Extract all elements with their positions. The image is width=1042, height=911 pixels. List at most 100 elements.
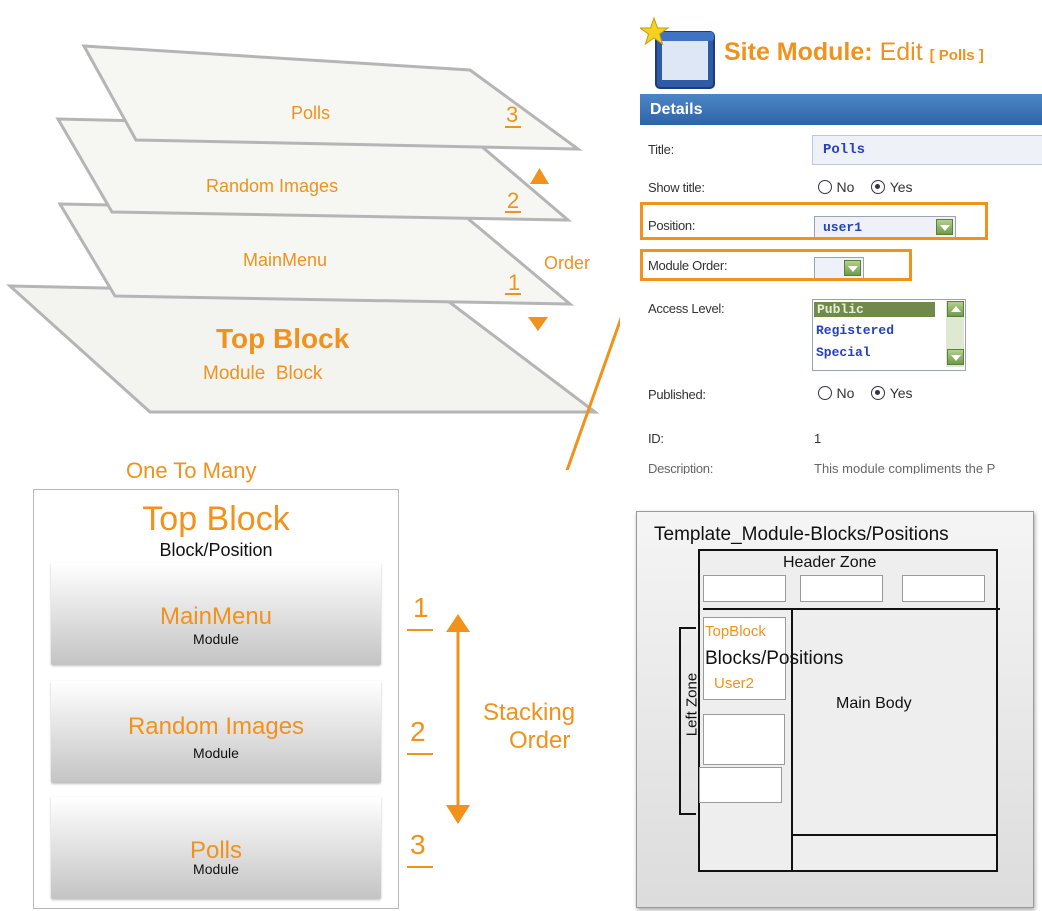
- module-mainmenu: MainMenu Module: [51, 563, 381, 665]
- one-to-many-box: Top Block Block/Position MainMenu Module…: [33, 489, 399, 909]
- plane-mainmenu-number: 1: [508, 270, 521, 295]
- header-zone-label: Header Zone: [783, 554, 877, 571]
- left-slot-topblock: [703, 617, 786, 700]
- details-bar: Details: [640, 94, 1042, 125]
- details-label: Details: [650, 101, 703, 118]
- stack-number-2: 2: [410, 716, 426, 747]
- underline-2: [505, 211, 521, 213]
- plane-top-block-title: Top Block: [216, 323, 350, 354]
- main-body-bottom: [792, 834, 998, 836]
- blocks-positions-label: Blocks/Positions: [705, 648, 844, 669]
- stack-number-1: 1: [413, 592, 429, 623]
- header-slot-1: [703, 575, 786, 602]
- position-label: Position:: [648, 218, 696, 233]
- access-option-registered[interactable]: Registered: [816, 323, 895, 338]
- published-no-radio[interactable]: [818, 385, 832, 400]
- form-title: Site Module: Edit [ Polls ]: [724, 38, 984, 67]
- show-title-label: Show title:: [648, 180, 705, 195]
- left-slot-2: [703, 714, 785, 765]
- module-mainmenu-sub: Module: [193, 631, 239, 647]
- plane-polls-label: Polls: [291, 103, 331, 123]
- module-polls-sub: Module: [193, 861, 239, 877]
- one-to-many-heading: One To Many: [126, 458, 257, 483]
- order-up-arrow: [530, 168, 549, 184]
- topblock-label: TopBlock: [705, 623, 766, 640]
- template-title: Template_Module-Blocks/Positions: [654, 524, 949, 545]
- stack-number-1-underline: [407, 629, 433, 631]
- position-select-value: user1: [823, 220, 863, 235]
- access-level-label: Access Level:: [648, 301, 725, 316]
- order-label: Order: [544, 253, 591, 273]
- stacking-label: Stacking: [483, 699, 576, 726]
- chevron-down-icon[interactable]: [947, 349, 964, 365]
- published-yes-radio[interactable]: [871, 385, 886, 400]
- user2-label: User2: [714, 675, 755, 692]
- module-mainmenu-name: MainMenu: [159, 603, 273, 630]
- stack-number-2-underline: [407, 753, 433, 755]
- show-title-yes-label: Yes: [889, 178, 913, 195]
- site-module-form: Site Module: Edit [ Polls ] Details Titl…: [638, 8, 1042, 474]
- plane-random-images-label: Random Images: [206, 176, 339, 196]
- stack-number-3-underline: [407, 866, 433, 868]
- main-body-label: Main Body: [836, 695, 912, 712]
- module-random-images-sub: Module: [193, 745, 239, 761]
- form-title-sub: [ Polls ]: [929, 47, 984, 64]
- connector-line: [565, 316, 620, 470]
- module-order-label: Module Order:: [648, 258, 728, 273]
- title-input-value: Polls: [823, 142, 866, 158]
- show-title-yes-radio[interactable]: [871, 179, 886, 194]
- header-slot-2: [800, 575, 883, 602]
- access-option-public[interactable]: Public: [814, 302, 935, 317]
- description-value: This module compliments the P: [814, 461, 996, 474]
- id-label: ID:: [648, 431, 664, 446]
- module-polls: Polls Module: [51, 797, 381, 899]
- published-radio-group: No Yes: [818, 384, 913, 402]
- header-slot-3: [902, 575, 985, 602]
- position-highlight: [640, 202, 988, 240]
- plane-polls: [81, 44, 583, 151]
- block-subtitle: Block/Position: [159, 540, 273, 560]
- header-divider: [703, 608, 1000, 610]
- access-scrollbar[interactable]: [946, 301, 964, 367]
- chevron-down-icon: [844, 260, 861, 276]
- chevron-up-icon[interactable]: [947, 301, 964, 317]
- module-window-icon: [640, 16, 715, 89]
- form-title-main: Site Module:: [724, 38, 873, 66]
- plane-top-block-subtitle: Module Block: [203, 363, 323, 384]
- show-title-radio-group: No Yes: [818, 178, 913, 196]
- published-yes-label: Yes: [889, 384, 913, 401]
- position-select[interactable]: user1: [814, 216, 956, 240]
- id-value: 1: [814, 431, 822, 446]
- left-column-divider: [791, 609, 793, 871]
- module-order-highlight: [640, 249, 912, 281]
- published-no-label: No: [836, 384, 855, 401]
- title-label: Title:: [648, 142, 674, 157]
- description-label: Description:: [648, 461, 714, 474]
- module-random-images: Random Images Module: [51, 681, 381, 783]
- title-input[interactable]: Polls: [812, 135, 1042, 165]
- plane-polls-number: 3: [506, 102, 519, 127]
- module-random-images-name: Random Images: [127, 713, 305, 740]
- left-zone-label: Left Zone: [683, 672, 701, 737]
- left-zone-bracket: [679, 627, 696, 815]
- order-down-arrow: [528, 317, 548, 331]
- form-fields: Title: Polls Show title: No Yes Position…: [640, 125, 1042, 474]
- access-level-listbox[interactable]: Public Registered Special: [812, 299, 966, 371]
- stack-number-3: 3: [410, 829, 426, 860]
- underline-3: [505, 126, 521, 128]
- access-option-special[interactable]: Special: [816, 345, 871, 360]
- stacked-planes-diagram: [5, 44, 620, 470]
- stacking-order-arrow: [446, 614, 470, 824]
- show-title-no-radio[interactable]: [818, 179, 832, 194]
- plane-mainmenu-label: MainMenu: [243, 250, 328, 270]
- show-title-no-label: No: [836, 178, 855, 195]
- form-header: Site Module: Edit [ Polls ]: [638, 8, 1042, 94]
- left-slot-3: [699, 767, 782, 803]
- stacking-order-label: Order: [509, 727, 571, 754]
- underline-1: [505, 293, 521, 295]
- block-title: Top Block: [142, 500, 290, 538]
- published-label: Published:: [648, 387, 706, 402]
- form-title-edit: Edit: [879, 38, 923, 66]
- plane-random-images-number: 2: [507, 188, 520, 213]
- module-polls-name: Polls: [189, 837, 243, 864]
